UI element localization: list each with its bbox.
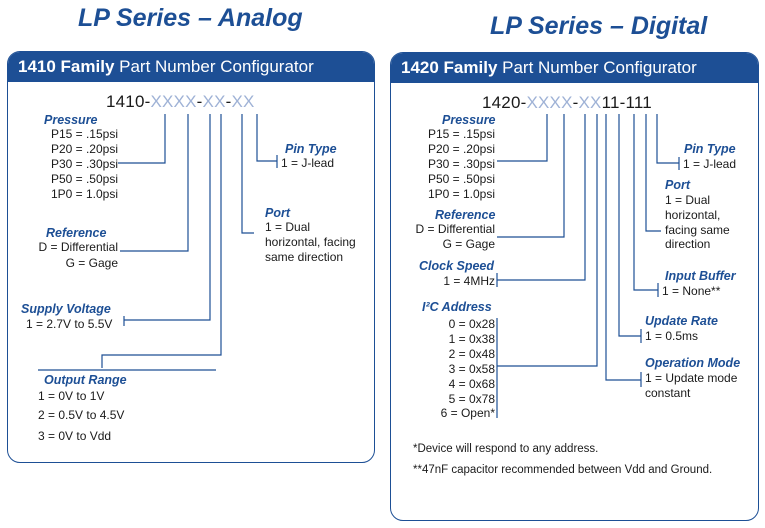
digital-part-dash: - (572, 93, 579, 112)
digital-port-heading: Port (665, 178, 690, 192)
analog-part-pressure-code: XXX (150, 92, 186, 111)
digital-input-buffer-option: 1 = None** (662, 284, 721, 298)
analog-part-dash: - (196, 92, 203, 111)
digital-pin-type-heading: Pin Type (684, 142, 736, 156)
digital-pressure-option: P30 = .30psi (427, 157, 495, 171)
digital-i2c-address-heading: I²C Address (422, 300, 492, 314)
analog-supply-voltage-heading: Supply Voltage (21, 302, 111, 316)
analog-part-prefix: 1410- (106, 92, 151, 111)
analog-port-option-cont: horizontal, facing (265, 235, 356, 249)
analog-pin-type-heading: Pin Type (285, 142, 337, 156)
analog-pressure-heading: Pressure (44, 113, 98, 127)
analog-pressure-option: P50 = .50psi (50, 172, 118, 186)
digital-reference-option: G = Gage (442, 237, 495, 251)
analog-reference-heading: Reference (46, 226, 107, 240)
analog-family-label: 1410 Family (18, 57, 115, 76)
digital-series-title: LP Series – Digital (490, 12, 708, 40)
digital-footnote-address: *Device will respond to any address. (413, 443, 599, 455)
digital-panel-header: 1420 Family Part Number Configurator (391, 53, 758, 83)
analog-series-title: LP Series – Analog (78, 4, 303, 32)
digital-operation-mode-option: 1 = Update mode (645, 371, 738, 385)
digital-i2c-address-option: 2 = 0x48 (448, 347, 495, 361)
digital-pressure-heading: Pressure (442, 113, 496, 127)
digital-operation-mode-option-cont: constant (645, 386, 691, 400)
analog-reference-option: G = Gage (65, 256, 118, 270)
analog-part-port-pin-code: XX (231, 92, 255, 111)
digital-port-option: 1 = Dual (665, 193, 711, 207)
analog-output-range-option: 1 = 0V to 1V (38, 389, 105, 403)
digital-reference-heading: Reference (435, 208, 496, 222)
analog-pressure-option: P30 = .30psi (50, 157, 118, 171)
digital-i2c-address-option: 6 = Open* (440, 406, 495, 420)
digital-footnote-capacitor: **47nF capacitor recommended between Vdd… (413, 464, 713, 476)
digital-part-number: 1420-XXXX-XX11-111 (482, 93, 652, 113)
digital-port-option-cont: direction (665, 237, 711, 251)
analog-part-reference-code: X (185, 92, 197, 111)
analog-output-range-option: 3 = 0V to Vdd (38, 429, 112, 443)
analog-panel-header: 1410 Family Part Number Configurator (8, 52, 374, 82)
analog-supply-voltage-option: 1 = 2.7V to 5.5V (26, 317, 113, 331)
digital-part-clock-address-code: XX (578, 93, 602, 112)
digital-pin-type-option: 1 = J-lead (683, 157, 737, 171)
analog-pressure-option: P15 = .15psi (50, 127, 118, 141)
digital-update-rate-option: 1 = 0.5ms (645, 329, 699, 343)
digital-port-option-cont: horizontal, (665, 208, 721, 222)
digital-i2c-address-option: 4 = 0x68 (448, 377, 495, 391)
digital-clock-speed-option: 1 = 4MHz (443, 274, 495, 288)
digital-i2c-address-option: 3 = 0x58 (448, 362, 495, 376)
analog-part-dash: - (225, 92, 232, 111)
digital-i2c-address-option: 0 = 0x28 (448, 317, 495, 331)
digital-i2c-address-option: 5 = 0x78 (448, 392, 495, 406)
analog-port-option-cont: same direction (265, 250, 344, 264)
analog-part-supply-output-code: XX (202, 92, 226, 111)
digital-clock-speed-heading: Clock Speed (419, 259, 495, 273)
analog-part-number: 1410-XXXX-XX-XX (106, 92, 255, 112)
digital-pressure-option: 1P0 = 1.0psi (427, 187, 495, 201)
digital-header-text: Part Number Configurator (497, 58, 697, 77)
digital-part-pressure-ref-code: XXXX (526, 93, 573, 112)
analog-output-range-option: 2 = 0.5V to 4.5V (38, 408, 125, 422)
analog-port-option: 1 = Dual (265, 220, 311, 234)
analog-header-text: Part Number Configurator (114, 57, 314, 76)
analog-reference-option: D = Differential (38, 240, 118, 254)
digital-input-buffer-heading: Input Buffer (665, 269, 736, 283)
digital-pressure-option: P50 = .50psi (427, 172, 495, 186)
analog-pin-type-option: 1 = J-lead (281, 156, 335, 170)
digital-operation-mode-heading: Operation Mode (645, 356, 741, 370)
digital-pressure-option: P15 = .15psi (427, 127, 495, 141)
analog-port-heading: Port (265, 206, 290, 220)
digital-update-rate-heading: Update Rate (645, 314, 718, 328)
analog-pressure-option: P20 = .20psi (50, 142, 118, 156)
digital-pressure-option: P20 = .20psi (427, 142, 495, 156)
digital-port-option-cont: facing same (665, 223, 730, 237)
analog-output-range-heading: Output Range (44, 373, 127, 387)
digital-i2c-address-option: 1 = 0x38 (448, 332, 495, 346)
digital-reference-option: D = Differential (415, 222, 495, 236)
digital-family-label: 1420 Family (401, 58, 498, 77)
digital-part-fixed-suffix: 11-111 (601, 93, 652, 112)
digital-part-prefix: 1420- (482, 93, 527, 112)
analog-pressure-option: 1P0 = 1.0psi (50, 187, 118, 201)
